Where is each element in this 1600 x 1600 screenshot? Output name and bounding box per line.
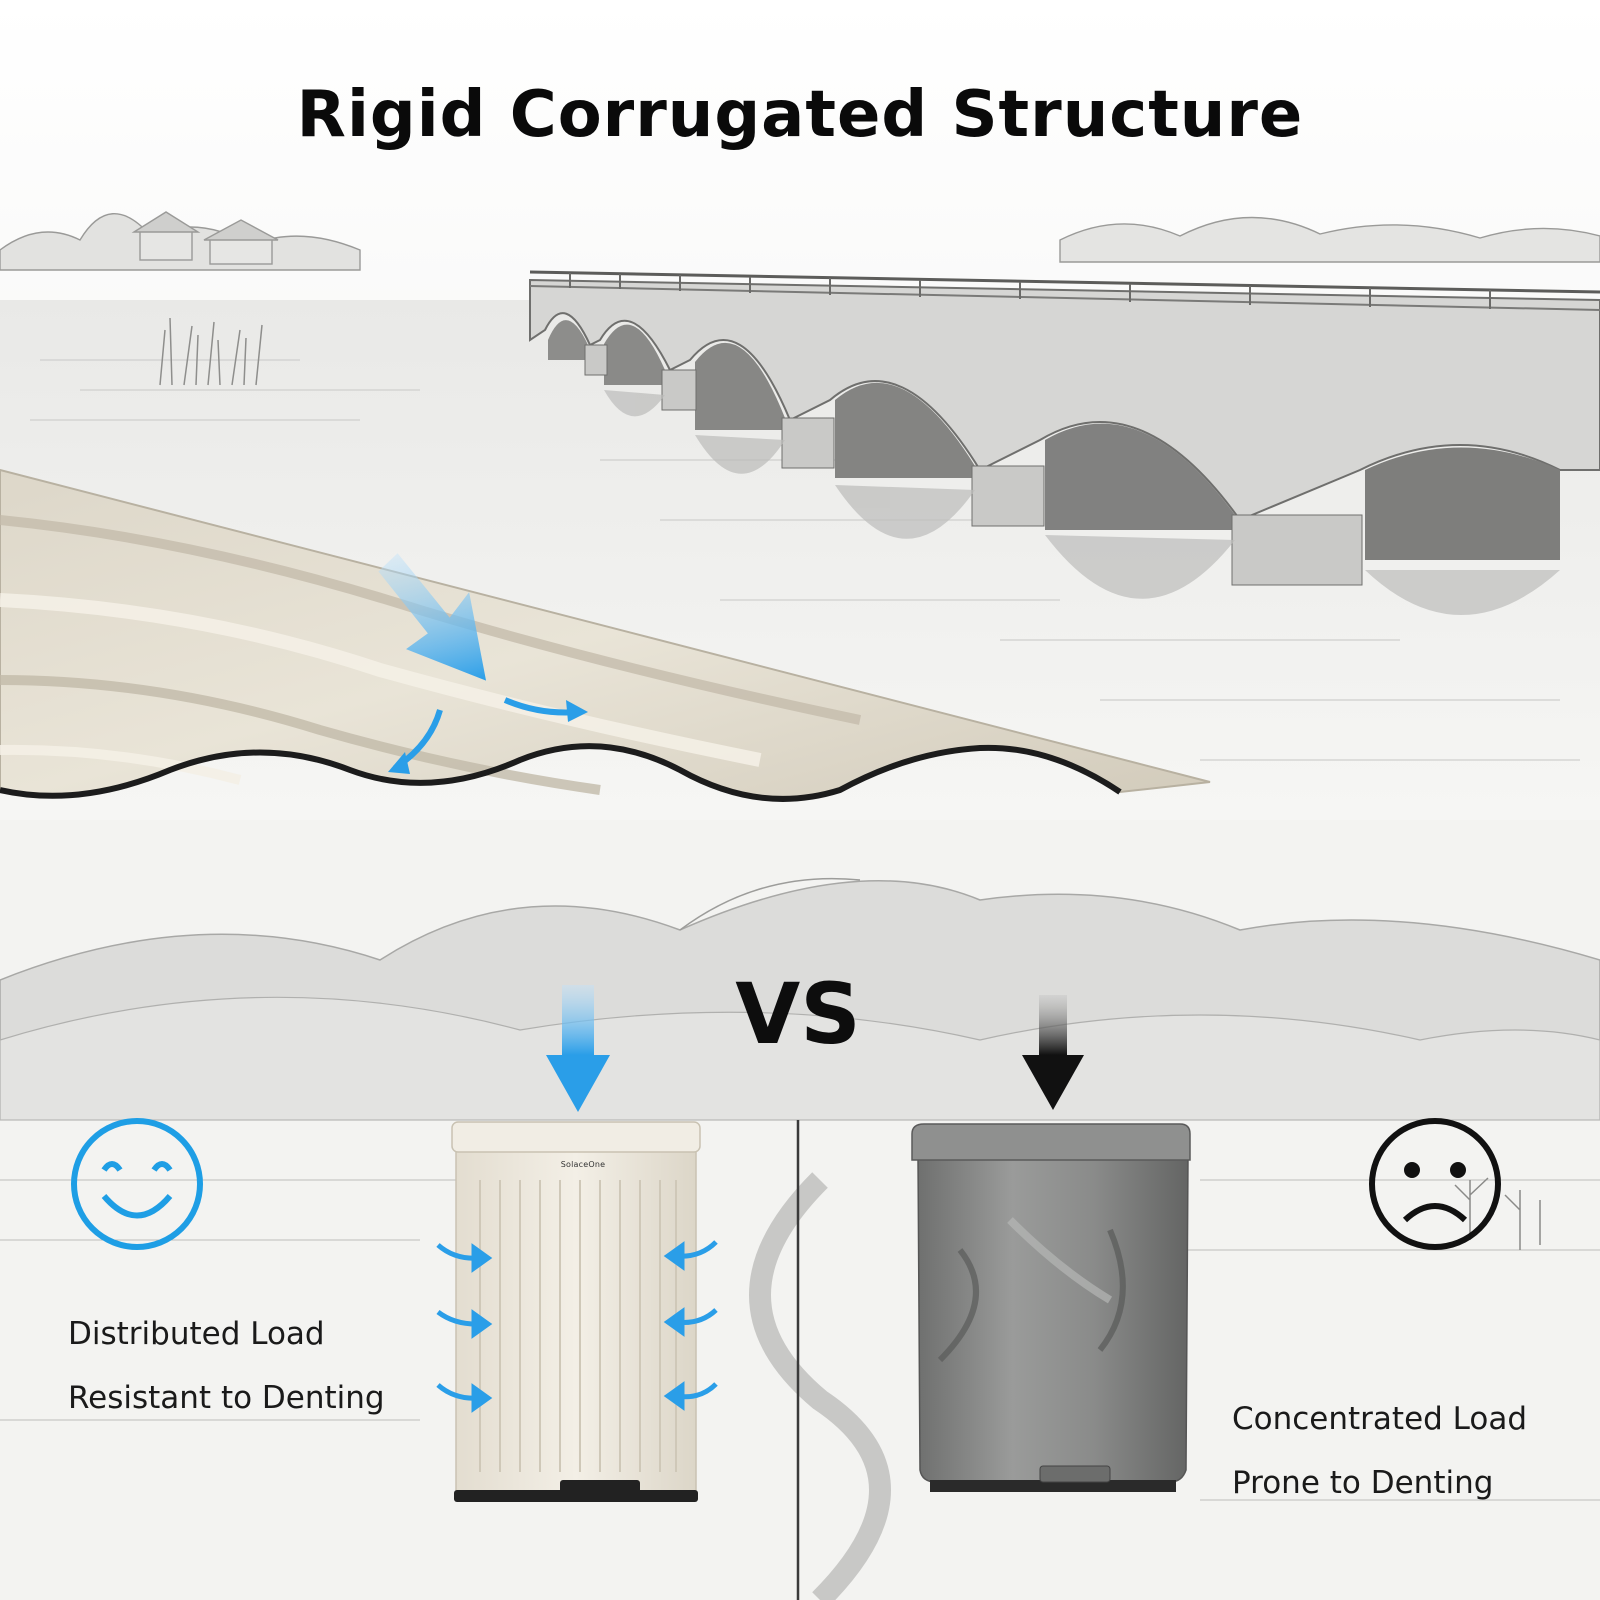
caption-line-2: Prone to Denting — [1232, 1465, 1494, 1501]
corrugated-cream-bin — [451, 1121, 701, 1502]
bare-trees — [1454, 1177, 1541, 1250]
smiley-face-icon — [71, 1118, 203, 1250]
mountains — [0, 877, 1600, 1121]
sad-face-icon — [1369, 1118, 1501, 1250]
caption-line-1: Distributed Load — [68, 1316, 325, 1352]
caption-line-1: Concentrated Load — [1232, 1401, 1528, 1437]
distant-village — [0, 211, 1600, 271]
field-lines — [0, 1119, 1600, 1501]
distributed-load-caption: Distributed Load Resistant to Denting — [68, 1302, 385, 1430]
stone-arch-bridge — [529, 270, 1600, 615]
dented-grey-bin — [911, 1123, 1191, 1492]
winding-stream — [749, 1172, 891, 1600]
distributed-load-arrow-icon — [546, 985, 610, 1112]
corrugated-sheet — [0, 468, 1211, 802]
bin-brand-label: SolaceOne — [560, 1160, 606, 1169]
side-force-arrows — [436, 1240, 718, 1413]
vs-label: VS — [735, 965, 861, 1063]
caption-line-2: Resistant to Denting — [68, 1380, 385, 1416]
sheet-load-arrow — [378, 553, 588, 774]
concentrated-load-arrow-icon — [1022, 995, 1084, 1110]
page-title: Rigid Corrugated Structure — [296, 78, 1304, 152]
concentrated-load-caption: Concentrated Load Prone to Denting — [1232, 1387, 1527, 1515]
reeds — [159, 317, 263, 386]
